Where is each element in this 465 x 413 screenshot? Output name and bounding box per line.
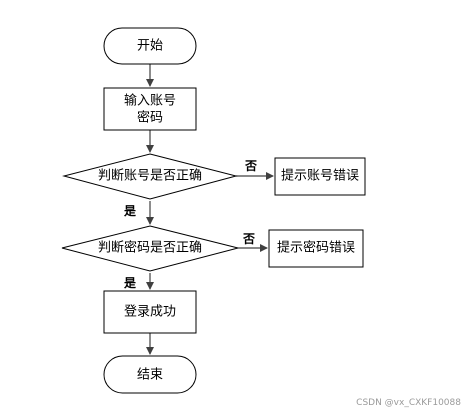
password-yes-label: 是 <box>123 276 137 290</box>
check-account-decision: 判断账号是否正确 <box>62 153 238 200</box>
password-error-node: 提示密码错误 <box>268 229 364 268</box>
check-account-label: 判断账号是否正确 <box>98 169 202 184</box>
password-error-label: 提示密码错误 <box>277 240 355 256</box>
login-success-label: 登录成功 <box>124 305 176 320</box>
login-success-node: 登录成功 <box>103 290 197 334</box>
account-yes-label: 是 <box>123 204 137 218</box>
start-label: 开始 <box>137 39 163 54</box>
check-password-decision: 判断密码是否正确 <box>61 225 239 272</box>
account-no-label: 否 <box>244 159 257 173</box>
input-label-line2: 密码 <box>137 110 163 126</box>
csdn-watermark: CSDN @vx_CXKF10088 <box>356 398 461 408</box>
input-label-line1: 输入账号 <box>124 93 176 109</box>
end-label: 结束 <box>137 368 163 383</box>
start-node: 开始 <box>103 27 197 65</box>
account-error-label: 提示账号错误 <box>281 168 359 184</box>
check-password-label: 判断密码是否正确 <box>98 240 202 256</box>
input-account-password-node: 输入账号 密码 <box>103 87 197 131</box>
account-error-node: 提示账号错误 <box>274 157 366 196</box>
flow-edges <box>146 64 274 355</box>
end-node: 结束 <box>103 355 197 394</box>
password-no-label: 否 <box>242 232 255 246</box>
